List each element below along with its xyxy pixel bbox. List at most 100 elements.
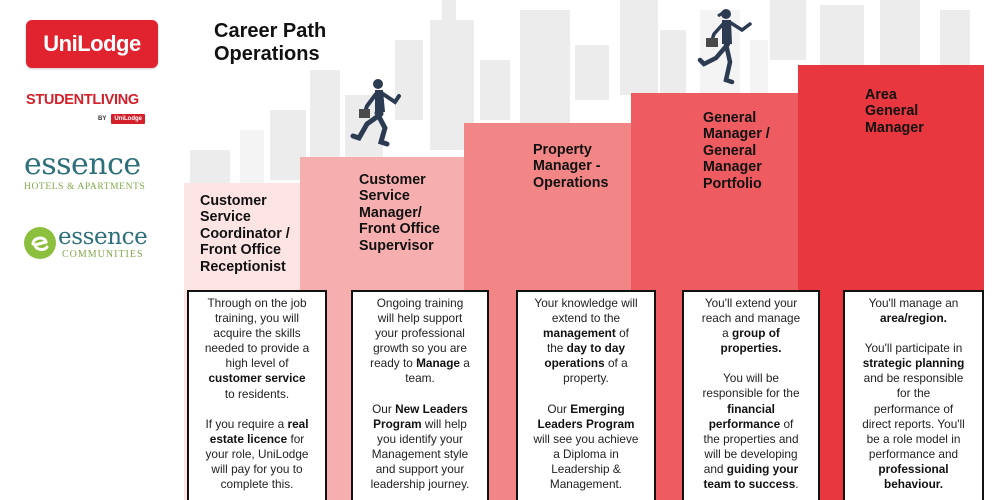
description-line: Our Emerging [523,402,649,417]
step-title-line: Manager/ [359,204,422,221]
description-text: will help [421,416,467,431]
essence-hotels-logo: essence HOTELS & APARTMENTS [24,150,162,200]
description-text: you identify your [377,431,463,446]
description-line: Program will help [358,417,482,432]
description-bold-text: performance [708,416,781,431]
page-title-line2: Operations [214,43,320,65]
description-line: high level of [194,356,320,371]
description-line: and be responsible [850,371,977,386]
essence-communities-wordmark: essence [58,224,148,250]
student-living-logo-byline: BY UniLodge [98,114,146,124]
description-text: and [703,461,727,476]
description-line: If you require a real [194,417,320,432]
description-line: a group of [689,326,813,341]
description-line: reach and manage [689,311,813,326]
description-line: a Diploma in [523,447,649,462]
description-bold-text: Manage [416,356,460,371]
step-title-line: Area [865,87,897,103]
description-text: You will be [723,371,779,386]
description-text: Leadership & [551,461,621,476]
description-text: reach and manage [701,311,801,326]
description-line: will pay for you to [194,462,320,477]
description-text: extend to the [551,311,621,326]
description-line: Leaders Program [523,417,649,432]
essence-hotels-subtitle: HOTELS & APARTMENTS [24,182,146,192]
step-title-line: Manager [865,119,924,136]
description-text: Your knowledge will [534,296,638,310]
description-bold-text: professional [878,461,949,476]
description-text: acquire the skills [213,326,301,341]
description-line: Ongoing training [358,296,482,311]
description-line: responsible for the [689,386,813,401]
description-text: a [722,326,732,341]
description-line: customer service [194,371,320,386]
description-text: for the [896,386,931,401]
description-text: needed to provide a [204,341,310,356]
description-line: the day to day [523,341,649,356]
description-line: Your knowledge will [523,296,649,311]
description-text: for [287,431,305,446]
description-line: performance and [850,447,977,462]
step-title-line: Service [359,188,410,205]
running-woman-icon [697,9,752,85]
step-title-line: Manager / [703,126,770,143]
description-text: direct reports. You'll [862,416,965,431]
description-bold-text: management [543,326,616,341]
paragraph-gap [523,387,649,402]
step-title-line: Manager [703,159,762,176]
description-line: will see you achieve [523,432,649,447]
description-bold-text: Emerging [570,401,625,416]
description-text: training, you will [215,311,299,326]
essence-communities-e-icon [24,227,56,259]
description-text: Through on the job [207,296,307,310]
description-line: Through on the job [194,296,320,311]
page-title: Career Path Operations [214,20,326,66]
description-line: performance of [850,402,977,417]
description-bold-text: day to day [566,341,626,356]
student-living-by-text: BY [98,116,107,122]
description-text: to residents. [224,386,290,401]
description-text: Our [547,401,571,416]
unilodge-logo: UniLodge [26,20,158,68]
description-text: performance of [873,401,954,416]
description-text: responsible for the [702,386,800,401]
description-text: your professional [375,326,465,341]
description-line: management of [523,326,649,341]
description-bold-text: Program [373,416,422,431]
description-bold-text: real [287,416,309,431]
description-line: performance of [689,417,813,432]
step-title-line: Property [533,142,592,158]
description-text: be a role model in [866,431,961,446]
description-text: Ongoing training [376,296,464,310]
description-line: complete this. [194,477,320,492]
description-text: Management style [371,446,469,461]
essence-communities-logo: essence COMMUNITIES [24,225,164,265]
description-line: financial [689,402,813,417]
paragraph-gap [850,326,977,341]
description-text: of a [604,356,628,371]
description-text: performance and [868,446,959,461]
paragraph-gap [194,402,320,417]
description-line: Leadership & [523,462,649,477]
description-text: Our [372,401,396,416]
description-line: your professional [358,326,482,341]
description-line: Our New Leaders [358,402,482,417]
description-bold-text: guiding your [726,461,799,476]
step-title-line: General [703,142,757,159]
description-line: professional [850,462,977,477]
description-text: of [780,416,794,431]
description-text: You'll participate in [864,341,963,356]
description-line: You'll participate in [850,341,977,356]
description-text: high level of [225,356,289,371]
description-text: You'll manage an [868,296,959,310]
description-line: be a role model in [850,432,977,447]
description-line: You'll extend your [689,296,813,311]
description-bold-text: customer service [208,371,306,386]
essence-communities-subtitle: COMMUNITIES [62,249,144,260]
